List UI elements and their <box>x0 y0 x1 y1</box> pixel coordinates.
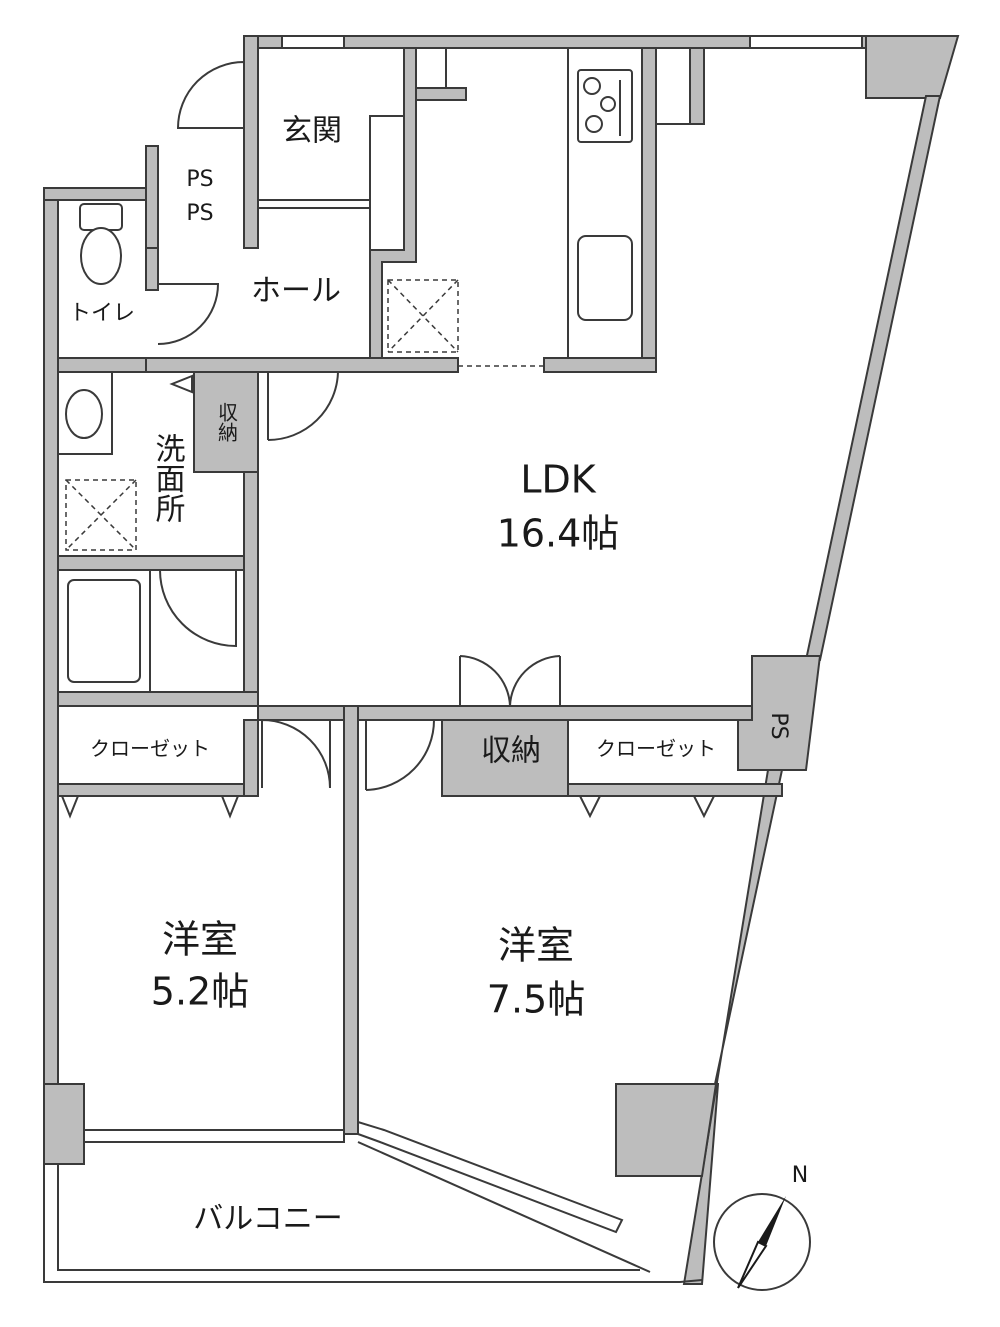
washer-space <box>65 479 137 551</box>
wall-wash-bottom <box>57 555 259 571</box>
burner-2 <box>600 96 616 112</box>
toilet-tank <box>79 203 123 231</box>
wash-door-mark <box>169 374 193 394</box>
wall-closet-left-bottom <box>57 783 259 797</box>
label-western-left: 洋室 <box>162 918 238 962</box>
wall-kitchen-right <box>641 47 705 373</box>
wall-entrance-left <box>243 35 259 249</box>
toilet-bowl <box>80 227 122 285</box>
label-closet-right: クローゼット <box>596 737 716 761</box>
label-toilet: トイレ <box>69 301 135 326</box>
bathtub-inner <box>67 579 141 683</box>
label-western-right-size: 7.5帖 <box>487 978 585 1022</box>
label-entrance: 玄関 <box>282 114 342 149</box>
wall-ps-right <box>737 655 822 771</box>
label-hall: ホール <box>251 274 341 309</box>
wall-bedroom-divider <box>343 705 359 1135</box>
stove <box>577 69 633 143</box>
wall-ps-left <box>145 145 159 249</box>
door-bedroom-right <box>365 719 436 791</box>
door-entrance <box>176 61 245 129</box>
door-toilet <box>157 283 220 345</box>
label-ldk: LDK <box>520 458 596 502</box>
wall-right-upper <box>804 95 942 661</box>
label-closet-left: クローゼット <box>90 737 210 761</box>
corner-pillar-bottom-right <box>615 1083 718 1177</box>
window-top-right <box>749 35 863 49</box>
label-washroom: 洗面所 <box>150 433 186 523</box>
fridge-x1 <box>387 279 459 353</box>
kitchen-counter <box>567 47 643 359</box>
label-ldk-size: 16.4帖 <box>497 512 620 556</box>
bathtub-outer <box>57 569 151 693</box>
shoe-cabinet <box>369 115 405 251</box>
window-bedroom-right-bottom <box>357 1120 624 1234</box>
label-western-left-size: 5.2帖 <box>151 970 249 1014</box>
window-top-left <box>281 35 345 49</box>
washer-x2 <box>65 479 137 551</box>
burner-3 <box>585 115 603 133</box>
closet-left-marks <box>61 795 239 819</box>
fridge-x2 <box>387 279 459 353</box>
door-bedroom-left <box>261 719 331 789</box>
balcony-outline <box>43 1164 703 1283</box>
wall-ldk-bottom <box>257 705 753 721</box>
wash-counter <box>57 371 113 455</box>
compass-needle-south-icon <box>737 1240 768 1289</box>
label-ps-bottom: PS <box>186 201 213 226</box>
door-storage-mid <box>459 655 561 707</box>
wall-bath-bottom <box>57 691 259 707</box>
door-wash <box>267 371 340 441</box>
wall-kitchen-bottom <box>543 357 657 373</box>
entry-shelf <box>415 47 447 89</box>
fridge-space <box>387 279 459 353</box>
wall-wash-right <box>243 471 259 707</box>
window-bedroom-left <box>83 1129 345 1143</box>
wall-stub-top <box>415 87 467 101</box>
wall-left <box>43 187 59 1165</box>
kitchen-sink <box>577 235 633 321</box>
corner-pillar-bottom-left <box>43 1083 85 1165</box>
label-ps-right: PS <box>766 712 791 739</box>
door-bath <box>159 569 237 648</box>
balcony-right-rail <box>357 1141 651 1273</box>
wall-toilet-right <box>145 247 159 291</box>
closet-right-marks <box>579 795 715 819</box>
wall-toilet-bottom <box>57 357 147 373</box>
wall-entrance-right <box>369 47 417 359</box>
wall-closet-left-post <box>243 719 259 797</box>
burner-1 <box>583 77 601 95</box>
wall-closet-right-bottom <box>567 783 783 797</box>
compass-ring <box>713 1193 811 1291</box>
wall-right-lower <box>682 769 784 1285</box>
compass-needle-north-icon <box>758 1196 786 1246</box>
label-storage-mid: 収納 <box>481 734 541 769</box>
compass: N <box>713 1163 811 1291</box>
label-storage-small: 収納 <box>215 402 239 442</box>
label-ps-top: PS <box>186 167 213 192</box>
wall-hall-bottom <box>145 357 459 373</box>
label-western-right: 洋室 <box>498 924 574 968</box>
corner-pillar-top-right <box>865 35 960 99</box>
wall-toilet-top <box>43 187 147 201</box>
compass-north-label: N <box>792 1163 808 1188</box>
wash-basin <box>65 389 103 439</box>
label-balcony: バルコニー <box>193 1202 342 1237</box>
